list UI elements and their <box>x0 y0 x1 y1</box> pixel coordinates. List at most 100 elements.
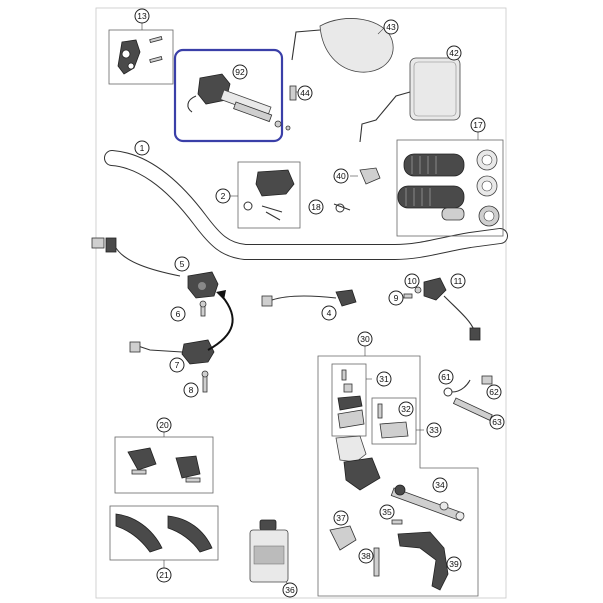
callout-34: 34 <box>432 477 448 493</box>
svg-text:2: 2 <box>221 191 226 201</box>
svg-text:37: 37 <box>336 513 346 523</box>
part-11[interactable] <box>423 277 481 341</box>
svg-text:18: 18 <box>311 202 321 212</box>
callout-30: 30 <box>357 331 373 347</box>
svg-text:38: 38 <box>361 551 371 561</box>
callout-61: 61 <box>438 369 454 385</box>
callout-39: 39 <box>446 556 462 572</box>
group-31 <box>331 363 372 437</box>
svg-text:92: 92 <box>235 67 245 77</box>
callout-35: 35 <box>379 504 395 520</box>
part-63 <box>452 397 493 421</box>
svg-text:31: 31 <box>379 374 389 384</box>
svg-text:5: 5 <box>180 259 185 269</box>
svg-text:4: 4 <box>327 308 332 318</box>
svg-text:39: 39 <box>449 559 459 569</box>
callout-8: 8 <box>183 382 199 398</box>
group-21 <box>109 505 219 568</box>
part-40 <box>350 167 381 185</box>
svg-text:61: 61 <box>441 372 451 382</box>
piston-kit-34 <box>390 484 465 522</box>
group-2 <box>230 161 301 229</box>
part-18 <box>333 203 351 213</box>
callout-62: 62 <box>486 384 502 400</box>
switch-wire-left <box>91 237 181 277</box>
svg-text:30: 30 <box>360 334 370 344</box>
svg-text:20: 20 <box>159 420 169 430</box>
svg-text:17: 17 <box>473 120 483 130</box>
lever-39[interactable] <box>397 531 449 591</box>
diagram-frame <box>95 7 507 599</box>
part-38 <box>373 547 380 577</box>
svg-text:21: 21 <box>159 570 169 580</box>
callout-21: 21 <box>156 567 172 583</box>
svg-text:6: 6 <box>176 309 181 319</box>
assembly-arrow <box>207 290 234 351</box>
part-62 <box>481 375 493 385</box>
group-33 <box>371 397 424 445</box>
callout-2: 2 <box>215 188 231 204</box>
svg-text:43: 43 <box>386 22 396 32</box>
svg-text:63: 63 <box>492 417 502 427</box>
callout-33: 33 <box>426 422 442 438</box>
handlebar[interactable] <box>104 150 508 260</box>
part-61 <box>443 379 471 397</box>
callout-13: 13 <box>134 8 150 24</box>
mirror-42[interactable] <box>359 57 461 143</box>
group-20 <box>114 431 214 494</box>
svg-text:11: 11 <box>454 276 463 286</box>
svg-text:44: 44 <box>300 88 310 98</box>
screw-6 <box>199 300 207 317</box>
callout-31: 31 <box>376 371 392 387</box>
part-37 <box>329 525 357 551</box>
group-13 <box>108 23 174 85</box>
group-92-highlight[interactable] <box>173 48 291 143</box>
callout-63: 63 <box>489 414 505 430</box>
part-35 <box>391 519 403 525</box>
svg-text:62: 62 <box>489 387 499 397</box>
callout-4: 4 <box>321 305 337 321</box>
callout-92: 92 <box>232 64 248 80</box>
callout-5: 5 <box>174 256 190 272</box>
callout-44: 44 <box>297 85 313 101</box>
callout-38: 38 <box>358 548 374 564</box>
svg-text:7: 7 <box>175 360 180 370</box>
svg-text:8: 8 <box>189 385 194 395</box>
callout-1: 1 <box>134 140 150 156</box>
svg-text:40: 40 <box>336 171 346 181</box>
master-cylinder[interactable] <box>335 435 381 491</box>
svg-text:32: 32 <box>401 404 411 414</box>
callout-40: 40 <box>333 168 349 184</box>
switch-7[interactable] <box>129 339 215 365</box>
callout-42: 42 <box>446 45 462 61</box>
group-17 <box>396 132 504 237</box>
callout-9: 9 <box>388 290 404 306</box>
svg-text:35: 35 <box>382 507 392 517</box>
part-10 <box>414 286 422 294</box>
svg-text:9: 9 <box>394 293 399 303</box>
callout-32: 32 <box>398 401 414 417</box>
fluid-bottle-36 <box>249 519 291 587</box>
svg-text:33: 33 <box>429 425 439 435</box>
switch-5[interactable] <box>187 271 219 299</box>
svg-text:34: 34 <box>435 480 445 490</box>
part-4[interactable] <box>261 289 357 307</box>
callout-10: 10 <box>404 273 420 289</box>
callout-6: 6 <box>170 306 186 322</box>
svg-text:42: 42 <box>449 48 459 58</box>
group-30 <box>317 346 479 597</box>
callout-17: 17 <box>470 117 486 133</box>
mirror-43[interactable] <box>291 18 394 73</box>
callout-36: 36 <box>282 582 298 598</box>
svg-text:36: 36 <box>285 585 295 595</box>
svg-text:10: 10 <box>407 276 417 286</box>
callout-37: 37 <box>333 510 349 526</box>
callout-20: 20 <box>156 417 172 433</box>
svg-text:13: 13 <box>137 11 147 21</box>
callout-43: 43 <box>383 19 399 35</box>
callout-7: 7 <box>169 357 185 373</box>
screw-8 <box>201 370 209 393</box>
callout-18: 18 <box>308 199 324 215</box>
callout-11: 11 <box>450 273 466 289</box>
